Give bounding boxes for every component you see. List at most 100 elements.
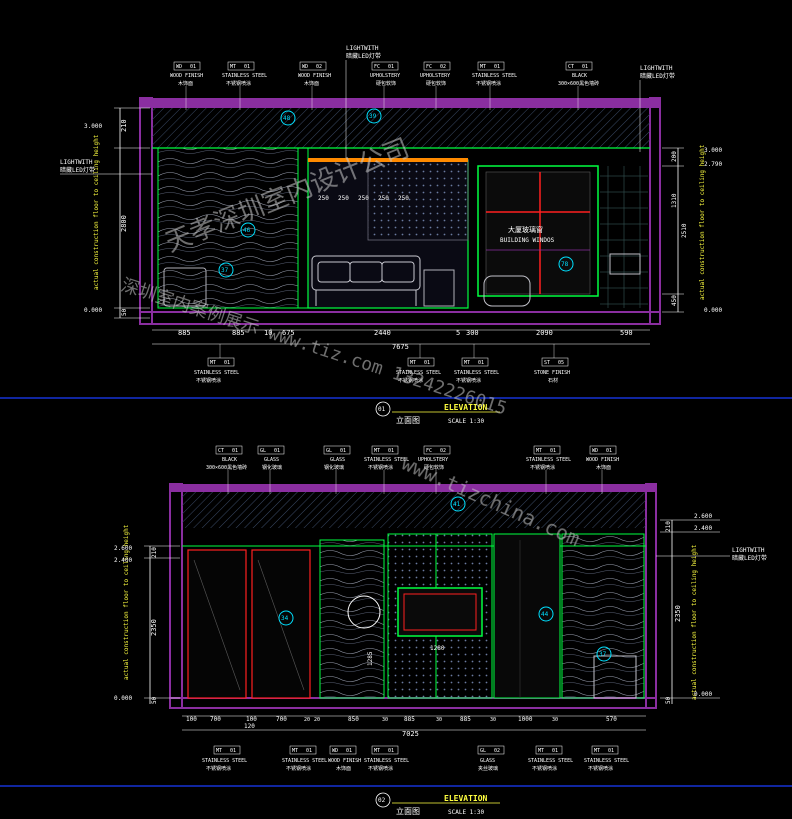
right-wall-1 xyxy=(649,97,661,325)
r-level-0: 0.000 xyxy=(704,307,722,314)
svg-text:GLASS: GLASS xyxy=(264,457,279,463)
svg-text:01: 01 xyxy=(230,748,236,754)
panel-dim: 250 xyxy=(338,195,349,202)
title-block-1: 01 ELEVATION 立面图 SCALE 1:30 xyxy=(0,397,792,425)
section-callout: 34 xyxy=(278,610,294,626)
svg-text:01: 01 xyxy=(388,64,394,70)
left-wall-1 xyxy=(139,97,153,325)
svg-text:05: 05 xyxy=(558,360,564,366)
svg-text:MT: MT xyxy=(292,748,298,754)
panel-dim: 250 xyxy=(318,195,329,202)
title-scale-2: SCALE 1:30 xyxy=(448,809,485,816)
svg-text:WOOD FINISH: WOOD FINISH xyxy=(170,73,203,79)
svg-text:WD: WD xyxy=(176,64,182,70)
width-dim: 5 xyxy=(456,329,460,337)
svg-text:01: 01 xyxy=(608,748,614,754)
material-tag: MT 01 STAINLESS STEEL 不锈钢喷涂 xyxy=(282,745,327,772)
section-callout: 44 xyxy=(538,606,554,622)
vertical-note-2r: actual construction floor to ceiling hei… xyxy=(691,544,698,700)
svg-text:硬包软饰: 硬包软饰 xyxy=(426,80,446,87)
height-dim-2c: 50 xyxy=(151,696,158,704)
width-dim: 885 xyxy=(232,329,245,337)
svg-text:02: 02 xyxy=(316,64,322,70)
svg-text:MT: MT xyxy=(210,360,216,366)
svg-text:01: 01 xyxy=(388,748,394,754)
svg-text:37: 37 xyxy=(599,651,607,658)
title-cn-2: 立面图 xyxy=(396,806,420,816)
svg-text:01: 01 xyxy=(346,748,352,754)
material-tag-row-2: CT 01 BLACK 300×600黑色墙砖 GL 01 GLASS 钢化玻璃… xyxy=(206,445,619,494)
side-table xyxy=(423,269,455,307)
svg-text:木饰面: 木饰面 xyxy=(304,80,319,87)
material-tag: MT 01 STAINLESS STEEL 不锈钢喷涂 xyxy=(202,745,247,772)
svg-text:STAINLESS STEEL: STAINLESS STEEL xyxy=(528,758,573,764)
svg-text:02: 02 xyxy=(440,64,446,70)
tv-screen xyxy=(403,593,477,631)
width-dim: 300 xyxy=(466,329,479,337)
svg-text:STAINLESS STEEL: STAINLESS STEEL xyxy=(194,370,239,376)
material-tag: GL 01 GLASS 钢化玻璃 xyxy=(323,445,351,494)
width-dim-2: 30 xyxy=(552,717,558,723)
height-dim-1: 210 xyxy=(120,119,128,132)
lightwith-top: LIGHTWITH xyxy=(346,45,379,52)
svg-text:STAINLESS STEEL: STAINLESS STEEL xyxy=(364,457,409,463)
svg-text:78: 78 xyxy=(561,261,569,268)
width-dim-2: 20 xyxy=(304,717,310,723)
svg-text:01: 01 xyxy=(306,748,312,754)
svg-text:MT: MT xyxy=(594,748,600,754)
svg-text:GL: GL xyxy=(480,748,486,754)
svg-text:MT: MT xyxy=(216,748,222,754)
section-callout: 41 xyxy=(450,496,466,512)
elevation-02: 210 2350 50 actual construction floor to… xyxy=(0,445,792,816)
width-dim: 10 xyxy=(264,329,272,337)
width-dim-2: 885 xyxy=(460,716,471,723)
svg-text:FC: FC xyxy=(426,64,432,70)
lightwith-top-cn: 暗藏LED灯带 xyxy=(346,52,381,60)
svg-text:46: 46 xyxy=(243,227,251,234)
ceiling-slab-1 xyxy=(140,98,660,108)
section-callout: 37 xyxy=(218,262,234,278)
svg-text:CT: CT xyxy=(568,64,574,70)
svg-text:GL: GL xyxy=(260,448,266,454)
svg-text:300×600黑色墙砖: 300×600黑色墙砖 xyxy=(206,464,247,471)
material-tag: MT 01 STAINLESS STEEL 不锈钢喷涂 xyxy=(364,445,409,494)
svg-text:MT: MT xyxy=(410,360,416,366)
level-mark-1: 3.000 xyxy=(84,123,102,130)
svg-text:01: 01 xyxy=(606,448,612,454)
section-callout: 37 xyxy=(596,646,612,662)
bottom-tag-row-1: MT 01 STAINLESS STEEL 不锈钢喷涂 MT 01 STAINL… xyxy=(194,344,570,384)
feature-panel xyxy=(367,159,469,241)
sub-dim-2b: 1285 xyxy=(367,651,374,666)
material-tag: WD 01 WOOD FINISH 木饰面 xyxy=(586,445,619,494)
svg-text:钢化玻璃: 钢化玻璃 xyxy=(324,464,344,471)
level-mark-0: 0.000 xyxy=(84,307,102,314)
lightwith-2-cn: 暗藏LED灯带 xyxy=(732,554,767,562)
svg-text:01: 01 xyxy=(274,448,280,454)
svg-text:WOOD FINISH: WOOD FINISH xyxy=(298,73,331,79)
svg-text:01: 01 xyxy=(340,448,346,454)
material-tag: CT 01 BLACK 300×600黑色墙砖 xyxy=(206,445,247,494)
svg-text:44: 44 xyxy=(541,611,549,618)
svg-text:WD: WD xyxy=(592,448,598,454)
sub-dim-2: 120 xyxy=(244,723,255,730)
width-dim-2: 850 xyxy=(348,716,359,723)
svg-text:ST: ST xyxy=(544,360,550,366)
right-wall-2 xyxy=(645,483,657,709)
material-tag-row-1: WD 01 WOOD FINISH 木饰面 MT 01 STAINLESS ST… xyxy=(170,61,599,110)
width-dim-2: 700 xyxy=(210,716,221,723)
material-tag: MT 01 STAINLESS STEEL 不锈钢喷涂 xyxy=(194,344,239,384)
svg-text:STAINLESS STEEL: STAINLESS STEEL xyxy=(472,73,517,79)
left-wall-2 xyxy=(169,483,183,709)
svg-text:硬包软饰: 硬包软饰 xyxy=(376,80,396,87)
title-block-2: 02 ELEVATION 立面图 SCALE 1:30 xyxy=(0,785,792,816)
width-dim-2: 885 xyxy=(404,716,415,723)
material-tag: MT 01 STAINLESS STEEL 不锈钢喷涂 xyxy=(364,745,409,772)
wood-panel-3 xyxy=(319,539,385,699)
svg-text:39: 39 xyxy=(369,113,377,120)
level-mark-2b: 2.400 xyxy=(114,557,132,564)
glass-door-right xyxy=(251,549,311,699)
width-dim: 675 xyxy=(282,329,295,337)
svg-text:MT: MT xyxy=(480,64,486,70)
svg-text:BLACK: BLACK xyxy=(222,457,237,463)
